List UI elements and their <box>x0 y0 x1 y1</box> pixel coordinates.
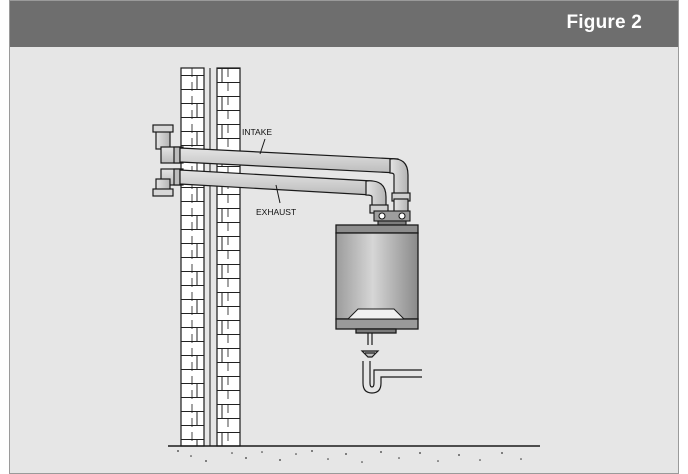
heater-connector <box>373 210 411 226</box>
exhaust-label: EXHAUST <box>256 207 296 217</box>
exhaust-pipe <box>179 169 389 214</box>
venting-diagram: INTAKE EXHAUST <box>152 67 540 463</box>
figure-panel: Figure 2 <box>9 0 679 474</box>
ground-line <box>168 445 540 463</box>
brick-wall <box>180 67 241 447</box>
diagram-labels: INTAKE EXHAUST <box>242 127 296 217</box>
figure-header: Figure 2 <box>10 1 678 47</box>
water-heater-tank <box>335 224 419 334</box>
intake-label: INTAKE <box>242 127 272 137</box>
condensate-drain <box>360 333 422 394</box>
vent-terminations <box>152 124 184 197</box>
figure-title: Figure 2 <box>566 12 642 33</box>
intake-pipe <box>179 147 411 216</box>
